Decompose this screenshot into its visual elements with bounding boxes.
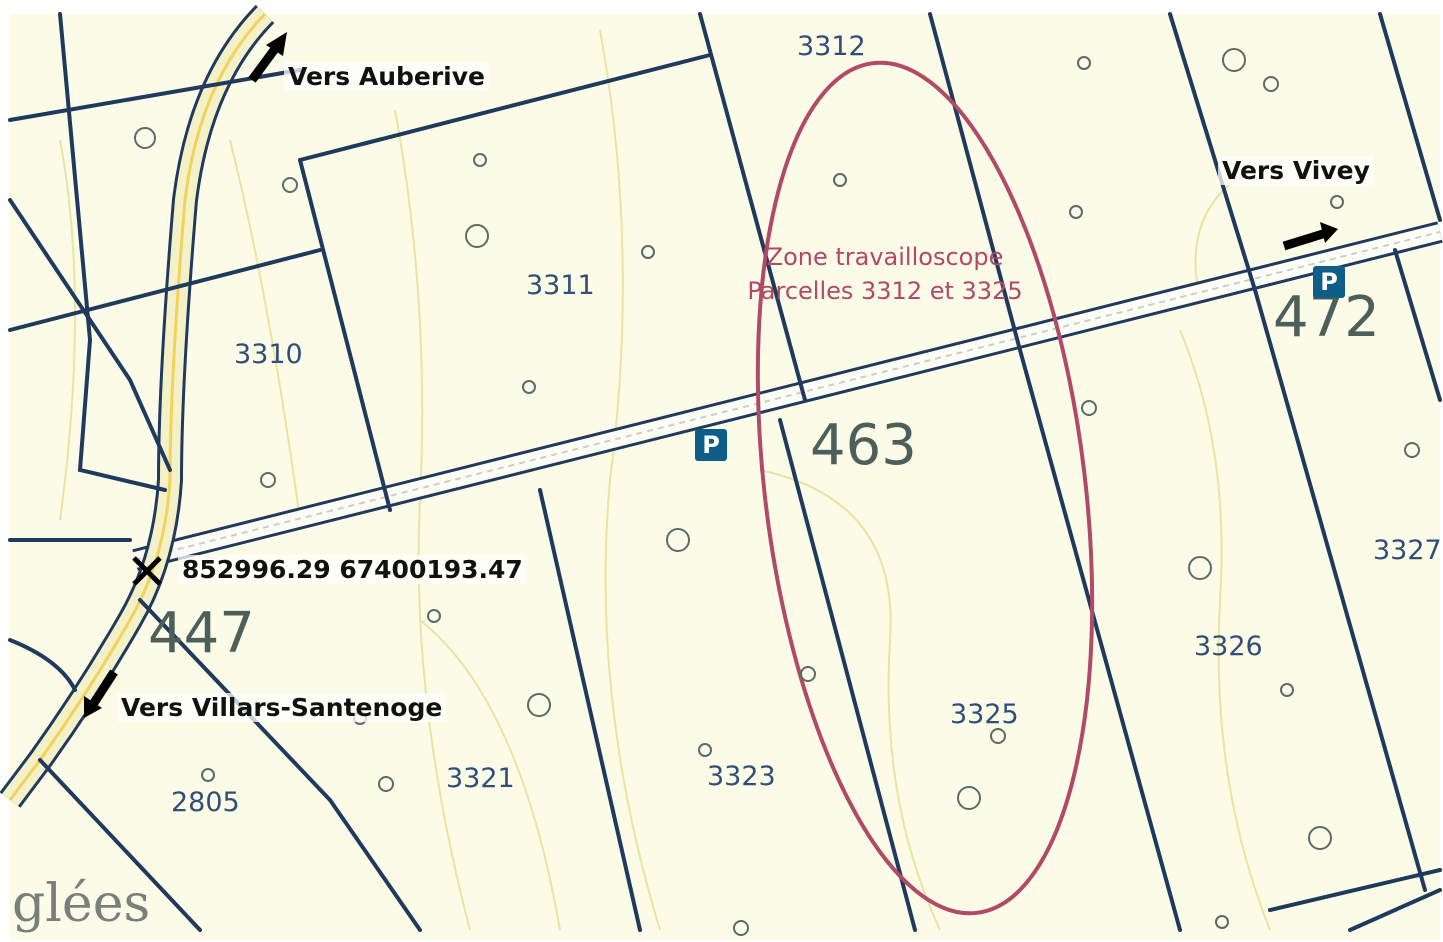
parcel-label: 2805 [171,787,240,818]
parcel-label: 3325 [950,699,1019,730]
parking-icon: P [695,429,727,461]
cross-marker-icon [132,556,162,586]
zone-label-line2: Parcelles 3312 et 3325 [747,277,1023,305]
coordinates-label: 852996.29 67400193.47 [178,555,527,584]
map-background [10,14,1440,940]
arrow-icon [248,32,287,83]
place-name: glées [12,874,151,934]
direction-label-vivey: Vers Vivey [1218,156,1374,185]
secondary-road [0,4,275,808]
parking-icon: P [1313,266,1345,298]
section-number: 447 [148,601,255,666]
tree-symbol-icon [134,48,1420,936]
section-number: 472 [1273,285,1380,350]
parcel-label: 3310 [234,339,303,370]
parcel-boundaries [8,12,1442,932]
arrow-icon [84,669,118,718]
parcel-label: 3311 [526,270,595,301]
direction-label-auberive: Vers Auberive [284,62,489,91]
direction-label-villars: Vers Villars-Santenoge [117,693,447,722]
parcel-label: 3312 [797,31,866,62]
parcel-label: 3327 [1373,535,1442,566]
zone-label-line1: Zone travailloscope [766,243,1004,271]
parcel-label: 3323 [707,761,776,792]
parcel-label: 3321 [446,763,515,794]
parcel-label: 3326 [1194,631,1263,662]
work-zone-ellipse [755,60,1095,916]
arrow-icon [1282,222,1338,251]
main-road [132,221,1443,571]
zone-label: Zone travailloscope Parcelles 3312 et 33… [730,245,1040,303]
section-number: 463 [810,413,917,478]
